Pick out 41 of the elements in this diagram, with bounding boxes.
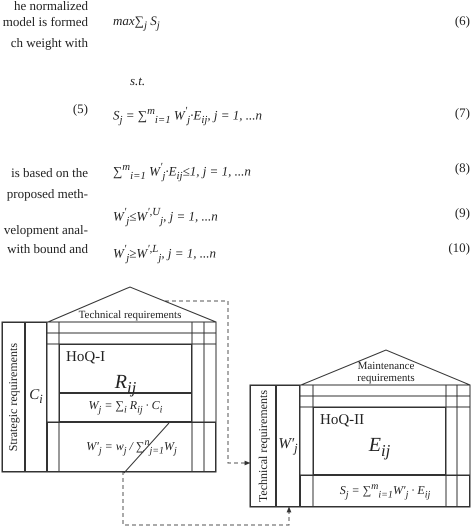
equation: s.t. [130,73,146,88]
matrix-title: HoQ-II [319,411,364,429]
matrix-symbol: R$_{ij}$ [114,370,136,399]
column-header: Technical requirements [256,390,270,502]
matrix-cell [276,385,300,507]
equation: W$^{′}$$_{j}$≤W$^{′,U}$$_{j}$, j = 1, ...n [113,205,218,229]
matrix-cell [47,422,216,472]
formula: W′$_{j}$ = w$_{j}$ / ∑$^{n}$$_{j=1}$W$_{j}$ [86,436,177,458]
text-line: model is formed [2,14,88,29]
formula: C$_{i}$ [29,388,43,406]
text-line: velopment anal- [4,222,88,237]
equation: ∑$^{m}$$_{i=1}$ W$^{′}$$_{j}$·E$_{ij}$≤1, j = 1, ...n [113,160,251,184]
formula: W′$_{j}$ [278,438,298,454]
matrix-symbol: E$_{ij}$ [368,433,390,462]
dashed-arrow [164,300,251,466]
formula: W$_{j}$ = ∑$_{i}$ R$_{ij}$ · C$_{i}$ [88,398,162,416]
formula: S$_{j}$ = ∑$^{m}$$_{i=1}$W′$_{j}$ · E$_{ij}$ [340,480,430,502]
text-line: is based on the [11,165,88,180]
text-line: with bound and [7,241,88,256]
text-line: he normalized [14,0,88,13]
header-column [2,322,25,472]
equation: S$_{j}$ = ∑$^{m}$$_{i=1}$ W$^{′}$$_{j}$·E$_{ij}$, j = 1, ...n [113,104,262,128]
equation: max∑$_{j}$ S$_{j}$ [113,13,160,34]
equation-number: (6) [454,13,470,28]
header-column [250,385,276,507]
equation-number: (7) [454,105,470,120]
roof-label: Maintenance requirements [356,360,416,384]
equation-number: (9) [454,205,470,220]
matrix-title: HoQ-I [65,348,106,366]
matrix-cell [25,322,47,472]
roof-label: Technical requirements [78,309,182,321]
column-header: Strategic requirements [6,342,21,452]
matrix-area [313,407,446,475]
dashed-arrow [122,470,292,526]
text-line: proposed meth- [6,186,88,201]
equation: W$^{′}$$_{j}$≥W$^{′,L}$$_{j}$, j = 1, ...n [113,242,216,266]
equation-number: (10) [448,240,470,255]
matrix-cell [300,475,470,507]
text-line: ch weight with [10,35,88,50]
equation-number: (5) [72,101,88,116]
equation-number: (8) [454,160,470,175]
